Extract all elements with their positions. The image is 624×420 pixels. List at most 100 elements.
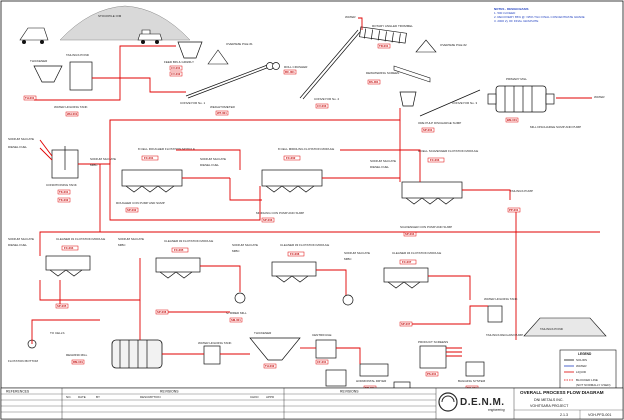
mibc-label-3: MIBC <box>232 249 240 253</box>
tag-box <box>169 71 183 77</box>
sodium-silicate-label-4: SODIUM SILICATE <box>370 159 396 163</box>
middling-pump-tag: SP-003 <box>263 218 273 222</box>
feed-bin-tag-2: CV-002 <box>171 72 181 76</box>
conveyor-3-label: CONVEYOR No. 3 <box>452 101 478 105</box>
tag-box <box>507 207 521 213</box>
tag-box <box>283 69 297 75</box>
scavenger-module: SODIUM SILICATE DIESEL FUEL 8 CELL SCAVE… <box>370 149 533 340</box>
tailings-pond-top-label: TAILINGS POND <box>66 53 90 57</box>
regrind-mill-2-icon <box>342 294 354 306</box>
tag-box <box>377 43 391 49</box>
tag-box <box>141 155 159 161</box>
sodium-silicate-label-3: SODIUM SILICATE <box>200 157 226 161</box>
trommel-label: ROTARY ANGLED TROMMEL <box>372 24 413 28</box>
tailings-reclaim-label: TAILINGS RECLAIM PUMP <box>486 333 523 337</box>
cleaner-2-pump-tag: SP-006 <box>157 310 167 314</box>
thickener-bottom-tag: TH-002 <box>265 364 275 368</box>
dewatering-screen-tag: DS-001 <box>369 80 379 84</box>
diesel-fuel-label-3: DIESEL FUEL <box>370 165 389 169</box>
scavenger-con-pump-label: SCAVENGER CON PUMP AND SUMP <box>400 225 452 229</box>
cleaner-1-tag: FC-004 <box>64 246 74 250</box>
denm-logo-icon <box>438 392 458 412</box>
tag-box <box>57 189 71 195</box>
feed-bin: FEED BIN & GRIZZLY CV-001 CV-002 <box>164 41 203 77</box>
rev-col-appd: APPD <box>266 395 275 399</box>
tag-box <box>425 371 439 377</box>
scavenger-module-label: 8 CELL SCAVENGER FLOTATION MODULE <box>418 149 478 153</box>
tailings-pond-bottom: TAILINGS POND WATER HOLDING TANK TAILING… <box>484 297 607 337</box>
dewatering-screen: DEWATERING SCREEN DS-001 <box>366 65 431 107</box>
note-line-2: 2. RECOVERY 85% @ >95% TGC FINAL CONCENT… <box>494 15 585 19</box>
company-subtitle: engineering <box>488 408 505 412</box>
trommel-tag: TR-001 <box>379 44 389 48</box>
tag-box <box>367 79 381 85</box>
cleaner-2: SODIUM SILICATE MIBC CLEANER #2 FLOTATIO… <box>118 237 247 323</box>
stockpile-icon <box>59 5 191 41</box>
thickener-bottom-label: THICKENER <box>254 331 272 335</box>
flotation-bottom-label: FLOTATION BOTTOM <box>8 359 39 363</box>
cleaner-3-tag: FC-006 <box>290 252 300 256</box>
cleaner-2-label: CLEANER #2 FLOTATION MODULE <box>164 239 213 243</box>
tag-box <box>169 65 183 71</box>
cleaner-1: SODIUM SILICATE DIESEL FUEL CLEANER #1 F… <box>8 237 105 309</box>
rev-col-chkd: CHKD <box>250 395 259 399</box>
cleaner-4-pump-tag: SP-007 <box>401 322 411 326</box>
title-block: REFERENCES REVISIONS REVISIONS NO. DATE … <box>0 387 624 420</box>
drawing-number: VOH-PFD-001 <box>588 413 611 417</box>
ore-pulp-tag: SP-001 <box>423 128 433 132</box>
oversize-pile-2: OVERSIZE PILE #2 <box>415 39 467 53</box>
conditioning-tank-tag-2: TK-002 <box>59 198 69 202</box>
cleaner-2-tag: FC-005 <box>174 248 184 252</box>
rotary-trommel: ROTARY ANGLED TROMMEL TR-001 WATER <box>345 15 413 49</box>
mibc-label-2: MIBC <box>118 243 126 247</box>
legend-blocked: BLOCKED LINE <box>576 378 598 382</box>
stockpile-label: STOCKPILE O/M <box>98 14 122 18</box>
oversize-pile-1-label: OVERSIZE PILE #1 <box>226 42 253 46</box>
dewatering-screen-label: DEWATERING SCREEN <box>366 71 399 75</box>
mibc-label-4: MIBC <box>344 257 352 261</box>
regrind-mill-tag: RM-001 <box>73 360 83 364</box>
cleaner-4: SODIUM SILICATE MIBC CLEANER #4 FLOTATIO… <box>344 251 441 327</box>
tag-box <box>399 259 417 265</box>
legend-title: LEGEND <box>578 352 592 356</box>
product-screens-tag: PS-001 <box>427 372 437 376</box>
notes-title: NOTES - DESIGN BASIS <box>494 7 529 11</box>
conditioning-tank-tag: TK-001 <box>59 190 69 194</box>
oversize-pile-2-label: OVERSIZE PILE #2 <box>440 43 467 47</box>
notes-block: NOTES - DESIGN BASIS 1. 500 t/d FEED 2. … <box>494 7 585 23</box>
primary-mill-label: PRIMARY MILL <box>506 77 527 81</box>
revisions-left-header: REVISIONS <box>160 390 179 394</box>
middling-tag: FC-002 <box>286 156 296 160</box>
sodium-silicate-label-2: SODIUM SILICATE <box>90 157 116 161</box>
cleaner-1-label: CLEANER #1 FLOTATION MODULE <box>56 237 105 241</box>
note-line-1: 1. 500 t/d FEED <box>494 11 516 15</box>
client-name: DNI METALS INC. <box>534 398 564 402</box>
tag-box <box>505 117 519 123</box>
conveyor-2-label: CONVEYOR No. 2 <box>314 97 340 101</box>
cleaner-3: SODIUM SILICATE MIBC CLEANER #3 FLOTATIO… <box>232 243 354 306</box>
legend-not-used: (NOT NORMALLY USED) <box>576 383 611 387</box>
cleaner-3-label: CLEANER #3 FLOTATION MODULE <box>280 243 329 247</box>
roll-crusher-label: ROLL CRUSHER <box>284 65 308 69</box>
conditioning-tank-label: CONDITIONING TANK <box>46 183 77 187</box>
water-holding-right-label: WATER HOLDING TANK <box>484 297 518 301</box>
rev-col-date: DATE <box>78 395 86 399</box>
horizontal-dryer-label: HORIZONTAL DRYER <box>356 379 387 383</box>
tag-box <box>65 111 79 117</box>
rev-col-desc: DESCRIPTION <box>140 395 161 399</box>
sodium-silicate-label-5: SODIUM SILICATE <box>8 237 34 241</box>
dump-truck-icon <box>19 27 49 41</box>
legend: LEGEND SOLIDS WATER LIQUID BLOCKED LINE … <box>559 349 617 395</box>
stirred-mill-icon <box>234 292 246 304</box>
roll-crusher-icon <box>272 62 280 70</box>
project-name: VOHITSARA PROJECT <box>530 404 569 408</box>
feed-bin-label: FEED BIN & GRIZZLY <box>164 60 194 64</box>
sodium-silicate-label-6: SODIUM SILICATE <box>118 237 144 241</box>
middling-module-label: 8 CELL MIDDLING FLOTATION MODULE <box>278 147 334 151</box>
centrifuge-label: CENTRIFUGE <box>312 333 332 337</box>
note-line-3: 3. 2000 t/y OF FINAL GRAPHITE <box>494 19 538 23</box>
rougher-pump-tag: SP-002 <box>127 208 137 212</box>
conveyor-2-tag: CV-003 <box>317 104 327 108</box>
tag-box <box>315 103 329 109</box>
